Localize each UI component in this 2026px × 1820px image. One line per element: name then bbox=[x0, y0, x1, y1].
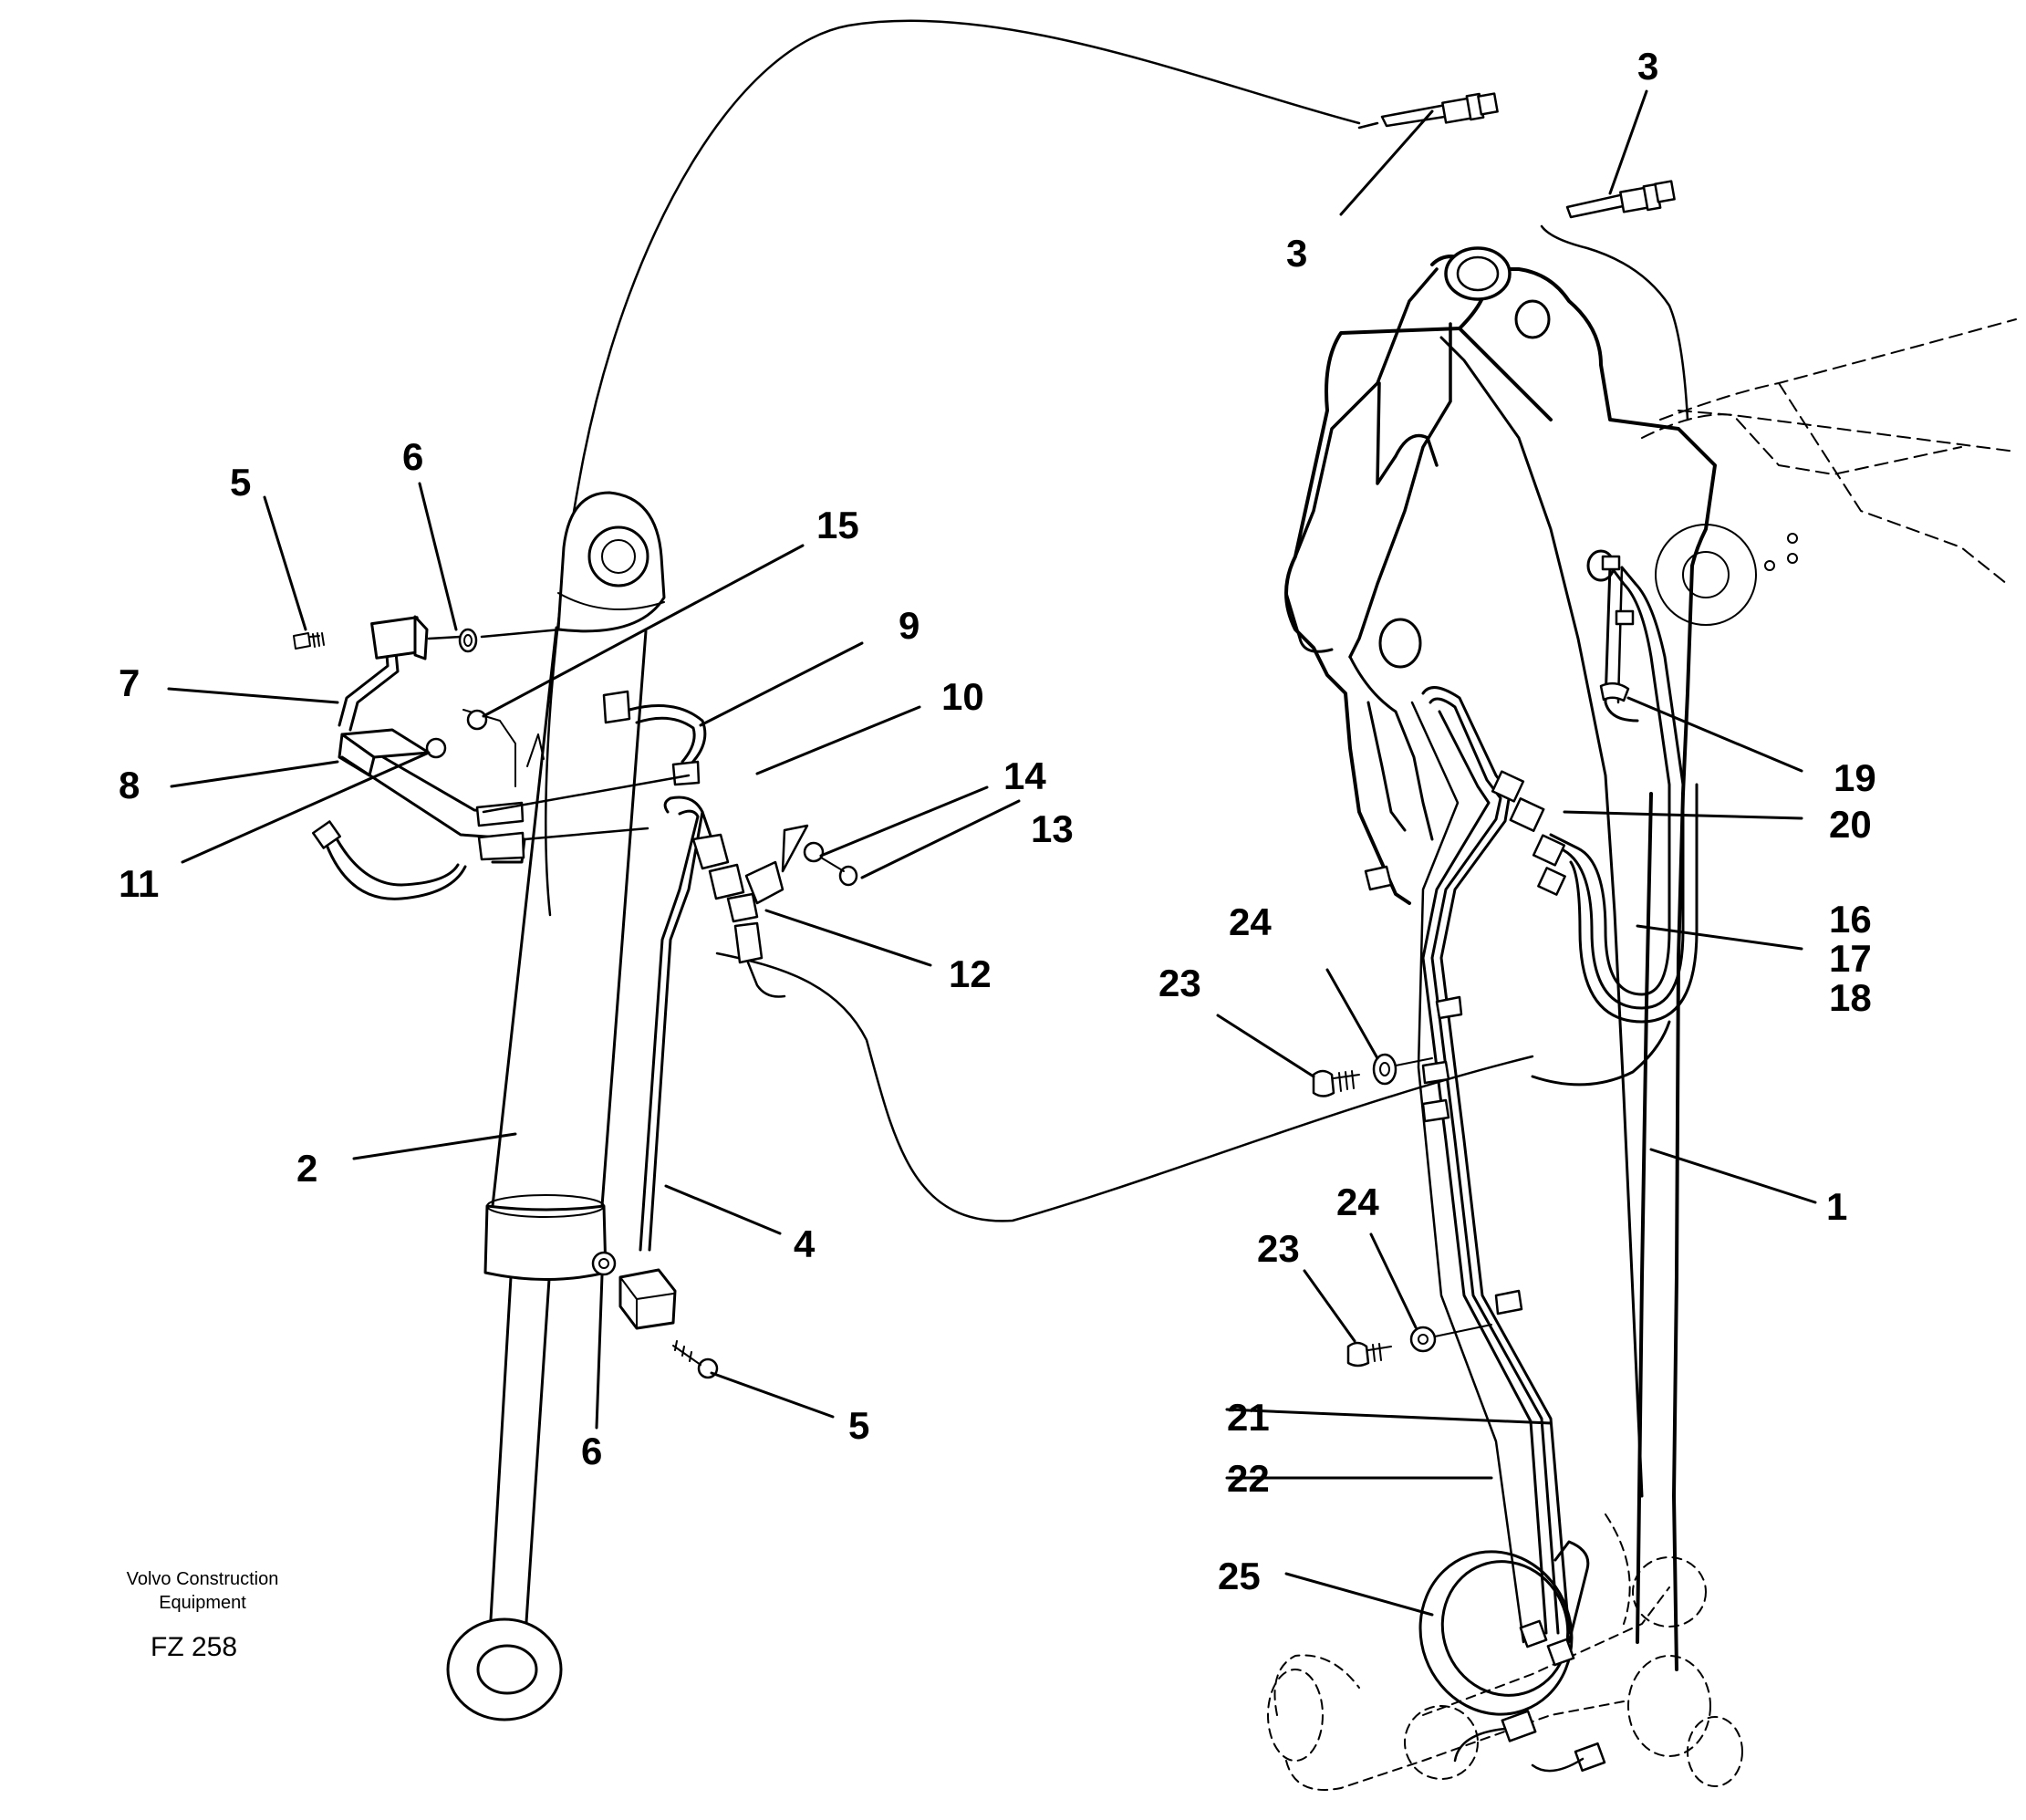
callout-12: 12 bbox=[949, 952, 992, 995]
callout-24: 24 bbox=[1229, 900, 1272, 943]
washer-24-upper bbox=[1372, 1053, 1433, 1086]
callout-24: 24 bbox=[1336, 1180, 1379, 1223]
sensor-box-upper bbox=[370, 615, 563, 660]
callout-15: 15 bbox=[816, 504, 859, 546]
callout-5: 5 bbox=[848, 1404, 869, 1447]
bolt-lower bbox=[672, 1340, 719, 1379]
hydraulic-cylinder bbox=[446, 491, 666, 1721]
callout-6: 6 bbox=[581, 1430, 602, 1472]
drawing-code: FZ 258 bbox=[151, 1632, 237, 1662]
callout-16: 16 bbox=[1829, 898, 1872, 941]
callout-1: 1 bbox=[1826, 1185, 1847, 1228]
callout-11: 11 bbox=[119, 862, 159, 905]
callout-21: 21 bbox=[1227, 1396, 1270, 1439]
brand-line-2: Equipment bbox=[159, 1593, 246, 1613]
callout-20: 20 bbox=[1829, 803, 1872, 846]
callout-22: 22 bbox=[1227, 1457, 1270, 1500]
pipe-clamp bbox=[1364, 865, 1523, 1316]
callout-14: 14 bbox=[1003, 754, 1046, 797]
proximity-sensor bbox=[1540, 180, 1689, 421]
hose-loop bbox=[1491, 555, 1699, 1087]
bolt-upper bbox=[293, 632, 325, 650]
callout-5: 5 bbox=[230, 461, 251, 504]
callout-18: 18 bbox=[1829, 976, 1872, 1019]
brand-line-1: Volvo Construction bbox=[127, 1569, 279, 1589]
proximity-sensor bbox=[1357, 92, 1499, 130]
sensor-box-lower bbox=[618, 1268, 677, 1330]
leader-lines bbox=[167, 89, 1817, 1617]
washer-24-lower bbox=[1409, 1324, 1492, 1353]
callout-23: 23 bbox=[1257, 1227, 1300, 1270]
callout-19: 19 bbox=[1834, 756, 1876, 799]
callout-2: 2 bbox=[296, 1147, 317, 1190]
washer-lower bbox=[591, 1251, 617, 1276]
drawing-footer: Volvo Construction Equipment FZ 258 bbox=[127, 1569, 279, 1662]
callout-labels: 1 2 3 3 3 4 5 5 6 6 7 8 9 10 11 12 13 14… bbox=[119, 45, 1876, 1597]
nut-11 bbox=[425, 737, 447, 759]
callout-8: 8 bbox=[119, 764, 140, 806]
callout-25: 25 bbox=[1218, 1555, 1261, 1597]
callout-7: 7 bbox=[119, 661, 140, 704]
callout-9: 9 bbox=[899, 604, 919, 647]
sensor-cable bbox=[545, 19, 1534, 1222]
callout-4: 4 bbox=[794, 1222, 816, 1265]
callout-13: 13 bbox=[1031, 807, 1074, 850]
callout-3: 3 bbox=[1286, 232, 1307, 275]
fitting-cluster bbox=[691, 824, 858, 998]
nut-15 bbox=[466, 709, 488, 731]
callout-10: 10 bbox=[941, 675, 984, 718]
bolt-23-lower bbox=[1346, 1341, 1392, 1368]
bolt-23-upper bbox=[1312, 1069, 1360, 1097]
excavator-boom bbox=[1267, 246, 2017, 1791]
boom-pipes bbox=[1410, 686, 1606, 1773]
callout-3: 3 bbox=[1637, 45, 1658, 88]
callout-23: 23 bbox=[1158, 962, 1201, 1004]
sensor-bracket bbox=[312, 641, 707, 900]
callout-6: 6 bbox=[402, 435, 423, 478]
callout-17: 17 bbox=[1829, 937, 1872, 980]
washer-upper bbox=[458, 628, 478, 653]
